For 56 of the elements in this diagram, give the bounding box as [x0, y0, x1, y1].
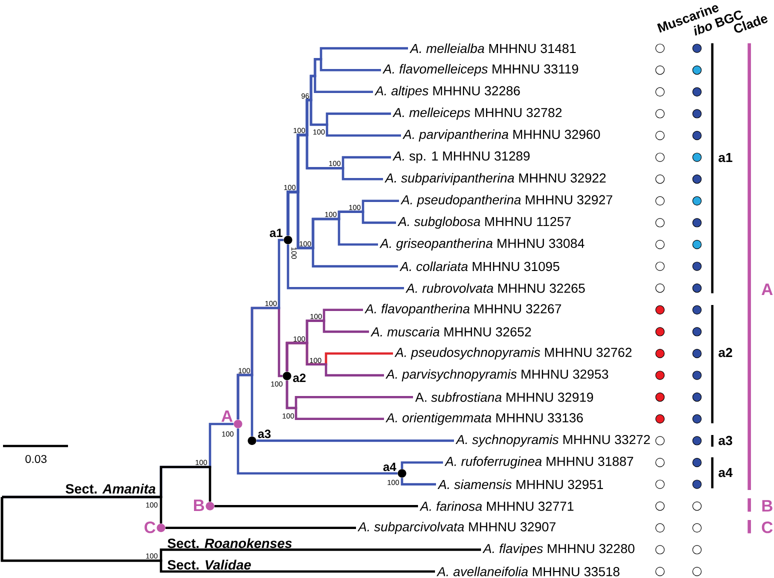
clade-label: a2	[293, 374, 306, 382]
scale-label: 0.03	[25, 455, 46, 463]
taxon-label: A. avellaneifolia MHHNU 33518	[436, 566, 620, 576]
taxon-label: A. farinosa MHHNU 32771	[420, 501, 574, 511]
taxon-label: A. altipes MHHNU 32286	[374, 86, 520, 98]
clade-label: a3	[258, 430, 271, 438]
clade-label: B	[194, 500, 204, 511]
taxon-label: A. siamensis MHHNU 32951	[438, 480, 603, 490]
branch-line	[236, 428, 398, 475]
taxon-label: A. sp. 1 MHHNU 31289	[392, 151, 530, 164]
taxon-label: A. parvisychnopyramis MHHNU 32953	[386, 369, 608, 382]
taxon-label: A. parvipantherina MHHNU 32960	[402, 129, 600, 142]
taxon-label: A. pseudosychnopyramis MHHNU 32762	[394, 347, 632, 360]
clade-label: A	[762, 284, 773, 295]
branch-line	[400, 478, 436, 486]
branch-line	[256, 440, 454, 442]
clade-label: C	[144, 521, 156, 534]
taxon-label: A. pseudopantherina MHHNU 32927	[400, 194, 612, 207]
branch-line	[286, 190, 398, 268]
taxon-label: A. flavomelleiceps MHHNU 33119	[382, 64, 578, 76]
branch-line	[165, 526, 356, 530]
taxon-label: A. rubrovolvata MHHNU 32265	[406, 283, 585, 293]
taxon-label: A. flavipes MHHNU 32280	[482, 544, 634, 556]
section-label: Sect. Validae	[168, 560, 251, 570]
taxon-label: A. flavopantherina MHHNU 32267	[364, 304, 562, 316]
taxon-label: A. melleiceps MHHNU 32782	[392, 108, 562, 120]
taxon-label: A. griseopantherina MHHNU 33084	[380, 238, 584, 251]
section-label: Sect. Amanita	[66, 484, 156, 494]
taxon-label: A. rufoferruginea MHHNU 31887	[444, 456, 634, 469]
taxon-label: A. muscaria MHHNU 32652	[370, 326, 531, 336]
taxon-label: A. subglobosa MHHNU 11257	[398, 216, 571, 229]
clade-label: B	[762, 500, 772, 512]
taxon-label: A. melleialba MHHNU 31481	[410, 44, 576, 54]
clade-label: a2	[718, 348, 732, 358]
branch-line	[286, 244, 404, 290]
clade-label: a3	[718, 436, 732, 446]
clade-label: A	[221, 410, 233, 422]
branch-line	[236, 374, 254, 436]
taxon-label: A. subparivipantherina MHHNU 32922	[384, 173, 606, 186]
taxon-label: A. subfrostiana MHHNU 32919	[415, 392, 594, 402]
clade-label: a4	[383, 462, 396, 472]
clade-label: a1	[718, 153, 732, 162]
section-label: Sect. Roanokenses	[168, 538, 292, 548]
branch-line	[286, 380, 384, 420]
clade-label: a4	[718, 468, 733, 478]
taxon-label: A. orientigemmata MHHNU 33136	[386, 412, 583, 425]
branch-line	[214, 504, 418, 508]
clade-label: C	[762, 521, 773, 534]
branch-line	[2, 466, 212, 502]
clade-label: a1	[270, 228, 282, 238]
taxon-label: A. sychnopyramis MHHNU 33272	[456, 434, 650, 447]
branch-line	[286, 342, 384, 376]
taxon-label: A. collariata MHHNU 31095	[400, 262, 560, 272]
branch-line	[400, 461, 443, 469]
taxon-label: A. subparcivolvata MHHNU 32907	[358, 522, 556, 534]
branch-line	[0, 497, 435, 573]
